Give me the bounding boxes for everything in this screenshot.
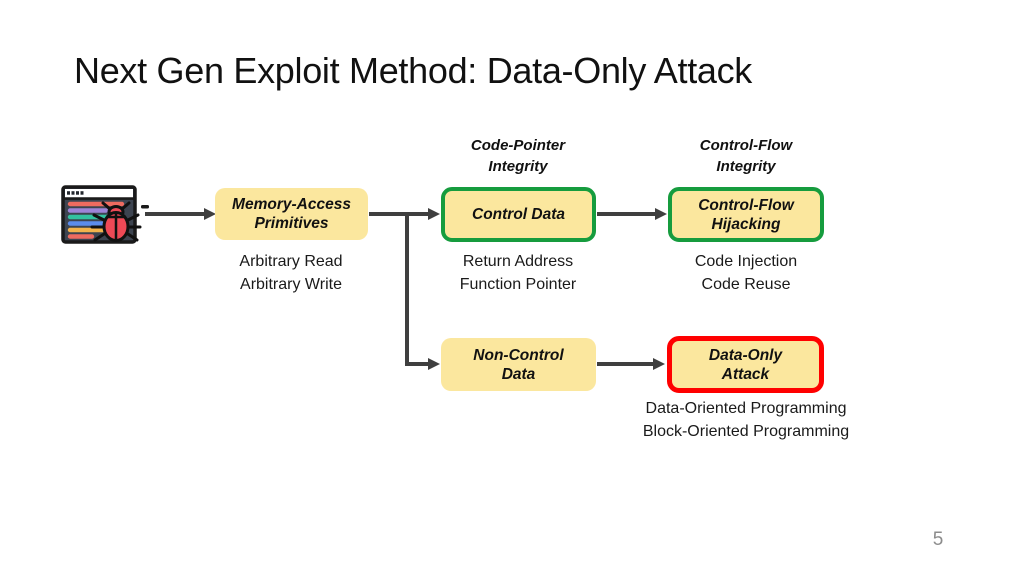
bug-in-code-window-icon xyxy=(61,185,149,244)
slide-page-number: 5 xyxy=(932,529,944,550)
box-label-line: Non-Control xyxy=(473,346,564,364)
dash-mark xyxy=(141,205,149,209)
annotation-line: Function Pointer xyxy=(459,275,577,293)
box-label-line: Data-Only xyxy=(708,346,783,364)
annotation-line: Block-Oriented Programming xyxy=(642,422,850,440)
data-only-attack-box: Data-Only Attack xyxy=(667,336,824,393)
annotation-line: Arbitrary Write xyxy=(240,275,342,293)
box-label-line: Primitives xyxy=(254,215,329,232)
bug-icon xyxy=(90,201,149,242)
non-control-data-box: Non-Control Data xyxy=(441,338,596,391)
annotation-line: Data-Oriented Programming xyxy=(645,400,847,417)
label-line: Integrity xyxy=(488,158,548,175)
control-data-box: Control Data xyxy=(441,187,596,242)
annotation-line: Code Injection xyxy=(694,253,798,270)
label-line: Code-Pointer xyxy=(470,137,566,154)
box-label-line: Control Data xyxy=(472,206,565,223)
annotation-control-flow-hijacking: Code Injection Code Reuse xyxy=(661,251,831,296)
box-label-line: Control-Flow xyxy=(698,196,794,214)
label-code-pointer-integrity: Code-Pointer Integrity xyxy=(433,135,603,177)
annotation-data-only-attack: Data-Oriented Programming Block-Oriented… xyxy=(631,398,861,443)
annotation-line: Arbitrary Read xyxy=(239,253,343,270)
box-label-line: Attack xyxy=(721,365,770,383)
label-line: Integrity xyxy=(716,158,776,175)
arrow-memory-to-non-control-data xyxy=(405,212,429,366)
annotation-line: Code Reuse xyxy=(701,275,791,293)
box-label-line: Data xyxy=(501,365,536,383)
control-flow-hijacking-box: Control-Flow Hijacking xyxy=(668,187,824,242)
annotation-line: Return Address xyxy=(462,253,574,270)
memory-access-primitives-box: Memory-Access Primitives xyxy=(215,188,368,240)
annotation-memory-access: Arbitrary Read Arbitrary Write xyxy=(206,251,376,296)
annotation-control-data: Return Address Function Pointer xyxy=(433,251,603,296)
label-control-flow-integrity: Control-Flow Integrity xyxy=(661,135,831,177)
box-label-line: Memory-Access xyxy=(232,196,351,213)
code-window xyxy=(61,185,137,244)
box-label-line: Hijacking xyxy=(711,215,781,233)
label-line: Control-Flow xyxy=(699,137,793,154)
page-title: Next Gen Exploit Method: Data-Only Attac… xyxy=(74,50,753,91)
